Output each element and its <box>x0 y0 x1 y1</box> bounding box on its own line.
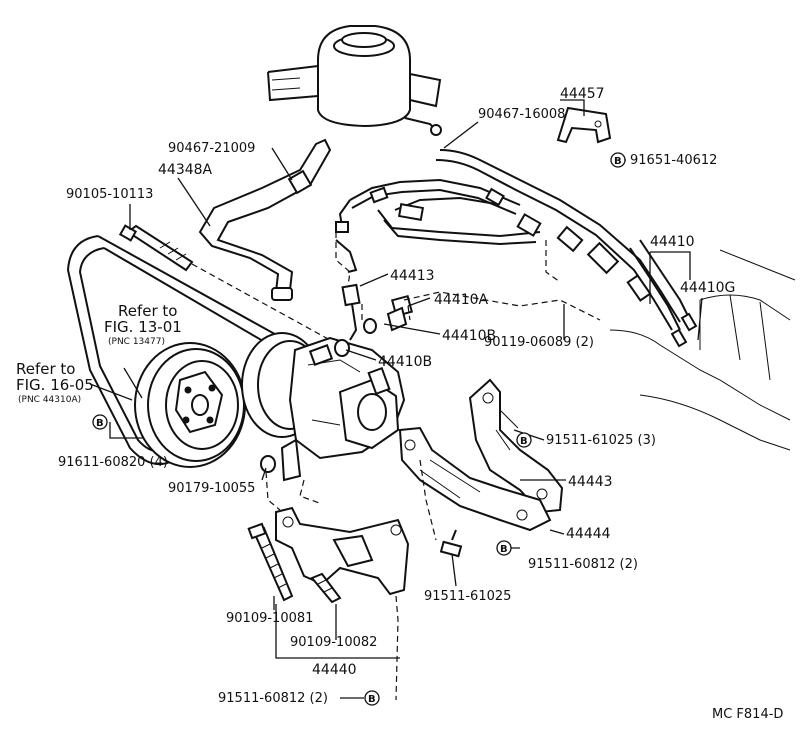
label-44443: 44443 <box>568 474 613 490</box>
figure-code: MC F814-D <box>712 707 783 722</box>
reservoir-tank <box>267 25 442 136</box>
label-44444: 44444 <box>566 526 611 542</box>
bracket-bolts <box>260 455 463 558</box>
label-90467-21009: 90467-21009 <box>168 141 255 156</box>
label-44410G: 44410G <box>680 280 735 296</box>
ref-fig13-pnc: (PNC 13477) <box>108 337 165 347</box>
badge-b-1: B <box>610 152 626 168</box>
crankshaft-pulley <box>134 342 246 468</box>
suction-hose <box>198 138 332 301</box>
badge-b-4: B <box>496 540 512 556</box>
badge-b-2: B <box>92 414 108 430</box>
label-90109-10081: 90109-10081 <box>226 611 313 626</box>
pump-bracket-front <box>398 426 552 532</box>
pressure-tube-assembly <box>335 149 698 348</box>
steering-gear-housing <box>609 249 796 451</box>
label-90119-06089: 90119-06089 (2) <box>484 335 594 350</box>
label-44348A: 44348A <box>158 162 213 178</box>
power-steering-pump <box>241 332 406 482</box>
assembly-guide-lines <box>191 232 601 701</box>
label-44410A: 44410A <box>434 292 489 308</box>
label-91611-60820: 91611-60820 (4) <box>58 455 168 470</box>
pump-fittings <box>334 239 414 357</box>
ref-fig13-line2: FIG. 13-01 <box>104 318 182 336</box>
lower-pump-bracket <box>275 506 410 596</box>
ref-fig13-line1: Refer to <box>118 302 177 320</box>
label-91511-61025: 91511-61025 <box>424 589 511 604</box>
label-44413: 44413 <box>390 268 435 284</box>
label-44410B-lower: 44410B <box>378 354 432 370</box>
svg-text:B: B <box>614 156 622 167</box>
label-91651-40612: 91651-40612 <box>630 153 717 168</box>
label-91511-60812-2-right: 91511-60812 (2) <box>528 557 638 572</box>
badge-b-3: B <box>516 432 532 448</box>
label-44410B-upper: 44410B <box>442 328 496 344</box>
svg-text:B: B <box>520 436 528 447</box>
svg-text:B: B <box>500 544 508 555</box>
label-90467-16008: 90467-16008 <box>478 107 565 122</box>
label-91511-60812-2-bottom: 91511-60812 (2) <box>218 691 328 706</box>
ref-fig16-line2: FIG. 16-05 <box>16 376 94 394</box>
label-44457: 44457 <box>560 86 605 102</box>
label-91511-61025-3: 91511-61025 (3) <box>546 433 656 448</box>
svg-text:B: B <box>96 418 104 429</box>
label-90179-10055: 90179-10055 <box>168 481 255 496</box>
leader-lines <box>89 99 703 699</box>
tube-bracket <box>556 106 612 144</box>
svg-text:B: B <box>368 694 376 705</box>
label-90105-10113: 90105-10113 <box>66 187 153 202</box>
label-90109-10082: 90109-10082 <box>290 635 377 650</box>
pump-bracket-rear <box>468 378 564 514</box>
label-44440: 44440 <box>312 662 357 678</box>
ref-fig16-line1: Refer to <box>16 360 75 378</box>
ref-fig16-pnc: (PNC 44310A) <box>18 395 81 405</box>
lower-bracket-bolts <box>247 522 342 604</box>
label-44410: 44410 <box>650 234 695 250</box>
badge-b-5: B <box>364 690 380 706</box>
